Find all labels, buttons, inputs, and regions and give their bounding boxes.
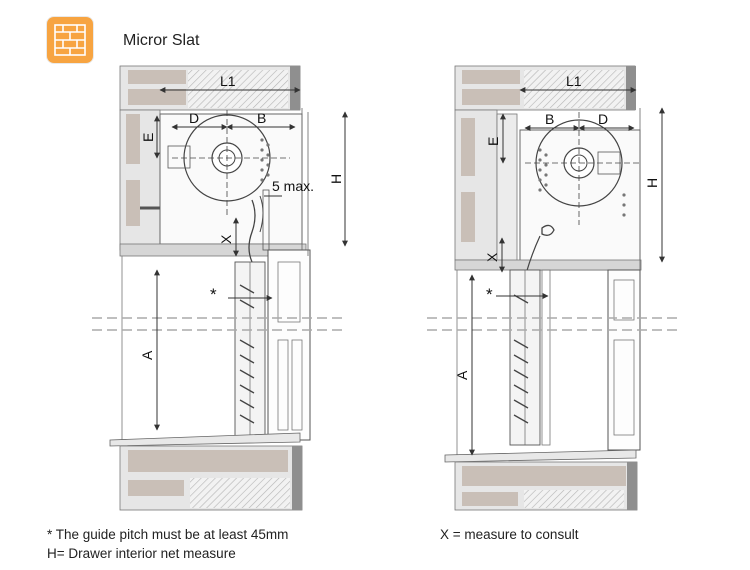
- right-x-label: X: [484, 252, 500, 262]
- left-5max-label: 5 max.: [272, 178, 314, 194]
- left-x-label: X: [218, 234, 234, 244]
- right-l1-label: L1: [566, 73, 582, 89]
- right-a-label: A: [454, 370, 470, 380]
- right-star-label: *: [486, 285, 493, 304]
- right-b-label: B: [545, 111, 554, 127]
- right-e-label: E: [485, 137, 501, 146]
- x-measure-note: X = measure to consult: [440, 527, 579, 542]
- left-section-drawing: L1 D B E H X 5 max. * A: [92, 65, 348, 511]
- left-e-label: E: [140, 133, 156, 142]
- brick-wall-icon: [47, 17, 93, 63]
- page-title: Micror Slat: [123, 32, 200, 49]
- right-section-drawing: L1 B D E H X * A: [427, 65, 677, 511]
- drawer-measure-note: H= Drawer interior net measure: [47, 546, 236, 561]
- left-l1-label: L1: [220, 73, 236, 89]
- right-h-label: H: [644, 178, 660, 188]
- left-b-label: B: [257, 110, 266, 126]
- left-d-label: D: [189, 110, 199, 126]
- left-h-label: H: [328, 174, 344, 184]
- left-star-label: *: [210, 285, 217, 304]
- guide-pitch-note: * The guide pitch must be at least 45mm: [47, 527, 289, 542]
- brick-pattern: [54, 24, 86, 56]
- left-a-label: A: [139, 350, 155, 360]
- right-d-label: D: [598, 111, 608, 127]
